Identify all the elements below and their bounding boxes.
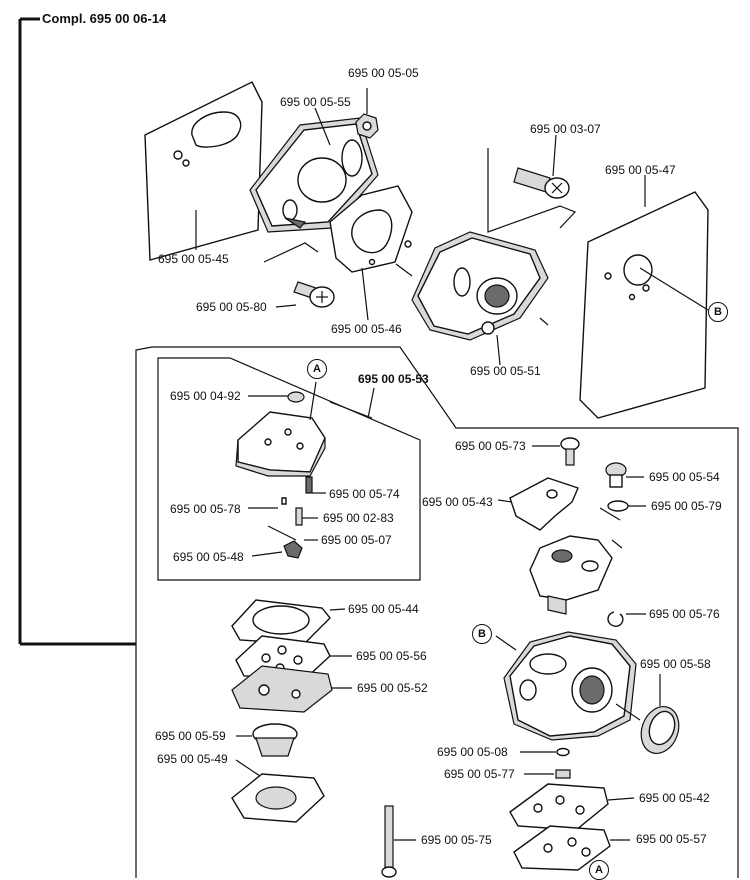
part-label: 695 00 05-57 (636, 832, 707, 846)
part-label: 695 00 05-54 (649, 470, 720, 484)
part-label: 695 00 05-05 (348, 66, 419, 80)
screw-05-75 (381, 805, 416, 878)
carburetor-upper (529, 507, 646, 627)
part-label: 695 00 05-80 (196, 300, 267, 314)
part-label: 695 00 05-55 (280, 95, 351, 109)
part-label: 695 00 05-73 (455, 439, 526, 453)
part-label: 695 00 05-77 (444, 767, 515, 781)
part-label: 695 00 05-78 (170, 502, 241, 516)
assembly-title: Compl. 695 00 06-14 (42, 11, 167, 26)
nut-05-05 (355, 88, 379, 139)
screw-05-73 (532, 437, 580, 466)
screw-05-80 (293, 281, 335, 308)
gasket-05-45 (144, 81, 263, 261)
throttle-lever-05-43 (497, 477, 579, 531)
part-label: 695 00 05-75 (421, 833, 492, 847)
spacer-block-05-51 (411, 231, 549, 341)
filter-ring-05-58 (640, 674, 680, 754)
part-label: 695 00 04-92 (170, 389, 241, 403)
gasket-05-47 (579, 191, 709, 419)
idle-screw-05-54 (605, 462, 644, 488)
part-label: 695 00 05-07 (321, 533, 392, 547)
part-label: 695 00 05-44 (348, 602, 419, 616)
assembly-bracket (18, 17, 136, 646)
part-label: 695 00 05-49 (157, 752, 228, 766)
callout-a: A (589, 860, 609, 880)
gasket-05-46 (329, 185, 413, 273)
callout-a: A (307, 359, 327, 379)
part-label: 695 00 05-51 (470, 364, 541, 378)
part-label: 695 00 05-58 (640, 657, 711, 671)
part-label: 695 00 05-47 (605, 163, 676, 177)
bulb-retainer-05-49 (231, 759, 325, 823)
leader-lines (195, 107, 709, 366)
part-label: 695 00 05-42 (639, 791, 710, 805)
carburetor-body (495, 631, 641, 741)
part-label: 695 00 05-79 (651, 499, 722, 513)
part-label: 695 00 05-08 (437, 745, 508, 759)
part-label: 695 00 05-46 (331, 322, 402, 336)
alignment-lines (263, 148, 577, 326)
washer-05-79 (607, 500, 646, 512)
part-label: 695 00 03-07 (530, 122, 601, 136)
part-label: 695 00 05-59 (155, 729, 226, 743)
screw-03-07 (513, 167, 570, 199)
insulator-block-05-55 (249, 117, 379, 233)
bottom-gaskets (509, 783, 635, 871)
part-label: 695 00 05-52 (357, 681, 428, 695)
kit-frame (157, 357, 421, 581)
diaphragm-stack (231, 599, 352, 713)
callout-b: B (472, 624, 492, 644)
part-label: 695 00 05-56 (356, 649, 427, 663)
callout-b: B (708, 302, 728, 322)
part-label: 695 00 05-76 (649, 607, 720, 621)
subassembly-outline (135, 346, 739, 878)
part-label: 695 00 05-45 (158, 252, 229, 266)
metering-cover-assembly (235, 381, 375, 559)
kit-label: 695 00 05-53 (358, 372, 429, 386)
small-seals (520, 747, 571, 779)
part-label: 695 00 05-48 (173, 550, 244, 564)
part-label: 695 00 05-43 (422, 495, 493, 509)
part-label: 695 00 05-74 (329, 487, 400, 501)
part-label: 695 00 02-83 (323, 511, 394, 525)
primer-bulb-05-59 (236, 723, 298, 757)
